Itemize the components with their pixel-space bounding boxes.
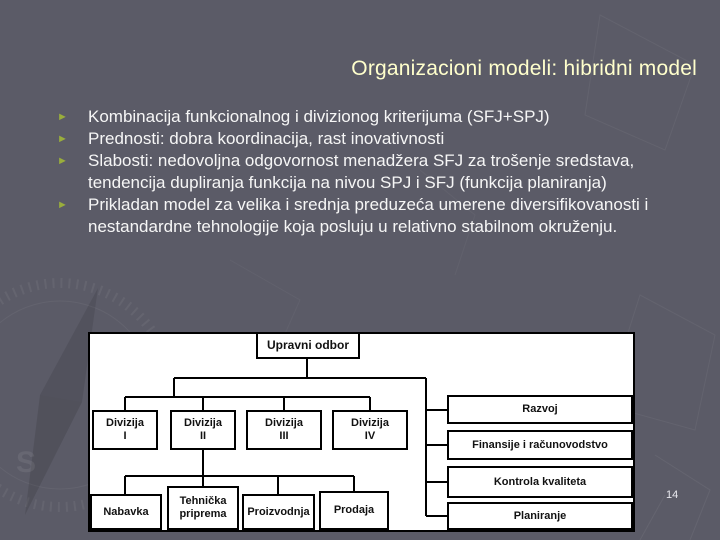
bullet-text: Slabosti: nedovoljna odgovornost menadže… [88, 151, 635, 192]
texture-polygon [229, 259, 301, 346]
connector-lines [124, 359, 447, 517]
compass-needle-top [40, 288, 98, 402]
texture-polygon [419, 169, 476, 276]
texture-polygon [639, 454, 711, 540]
org-node-upravni-odbor: Upravni odbor [256, 332, 360, 359]
org-node-divizija-1: Divizija I [92, 410, 158, 450]
org-node-prodaja: Prodaja [319, 491, 389, 530]
org-node-finansije: Finansije i računovodstvo [447, 430, 633, 460]
org-node-tehnicka-priprema: Tehnička priprema [167, 486, 239, 530]
bullet-text: Prednosti: dobra koordinacija, rast inov… [88, 129, 445, 148]
org-chart-panel: Upravni odbor Divizija I Divizija II Div… [88, 332, 635, 532]
org-node-razvoj: Razvoj [447, 395, 633, 424]
slide-title: Organizacioni modeli: hibridni model [351, 57, 697, 80]
org-node-divizija-3: Divizija III [246, 410, 322, 450]
org-node-nabavka: Nabavka [90, 494, 162, 530]
page-number: 14 [666, 489, 679, 501]
bullet-arrow-icon: ► [57, 133, 68, 145]
texture-polygon [584, 14, 696, 151]
org-node-kontrola-kvaliteta: Kontrola kvaliteta [447, 466, 633, 498]
bullet-item: ► Kombinacija funkcionalnog i divizionog… [55, 106, 661, 128]
org-node-divizija-4: Divizija IV [332, 410, 408, 450]
org-node-divizija-2: Divizija II [170, 410, 236, 450]
org-chart-connectors [124, 359, 447, 517]
org-node-proizvodnja: Proizvodnja [242, 494, 315, 530]
bullet-text: Kombinacija funkcionalnog i divizionog k… [88, 107, 550, 126]
bullet-item: ► Slabosti: nedovoljna odgovornost menad… [55, 150, 661, 194]
bullet-arrow-icon: ► [57, 155, 68, 167]
compass-s-glyph: S [16, 446, 36, 479]
bullet-arrow-icon: ► [57, 111, 68, 123]
bullet-list: ► Kombinacija funkcionalnog i divizionog… [55, 106, 661, 238]
bullet-text: Prikladan model za velika i srednja pred… [88, 195, 649, 236]
bullet-arrow-icon: ► [57, 199, 68, 211]
bullet-item: ► Prikladan model za velika i srednja pr… [55, 194, 661, 238]
bullet-item: ► Prednosti: dobra koordinacija, rast in… [55, 128, 661, 150]
org-node-planiranje: Planiranje [447, 502, 633, 530]
compass-needle-bottom [25, 395, 82, 515]
